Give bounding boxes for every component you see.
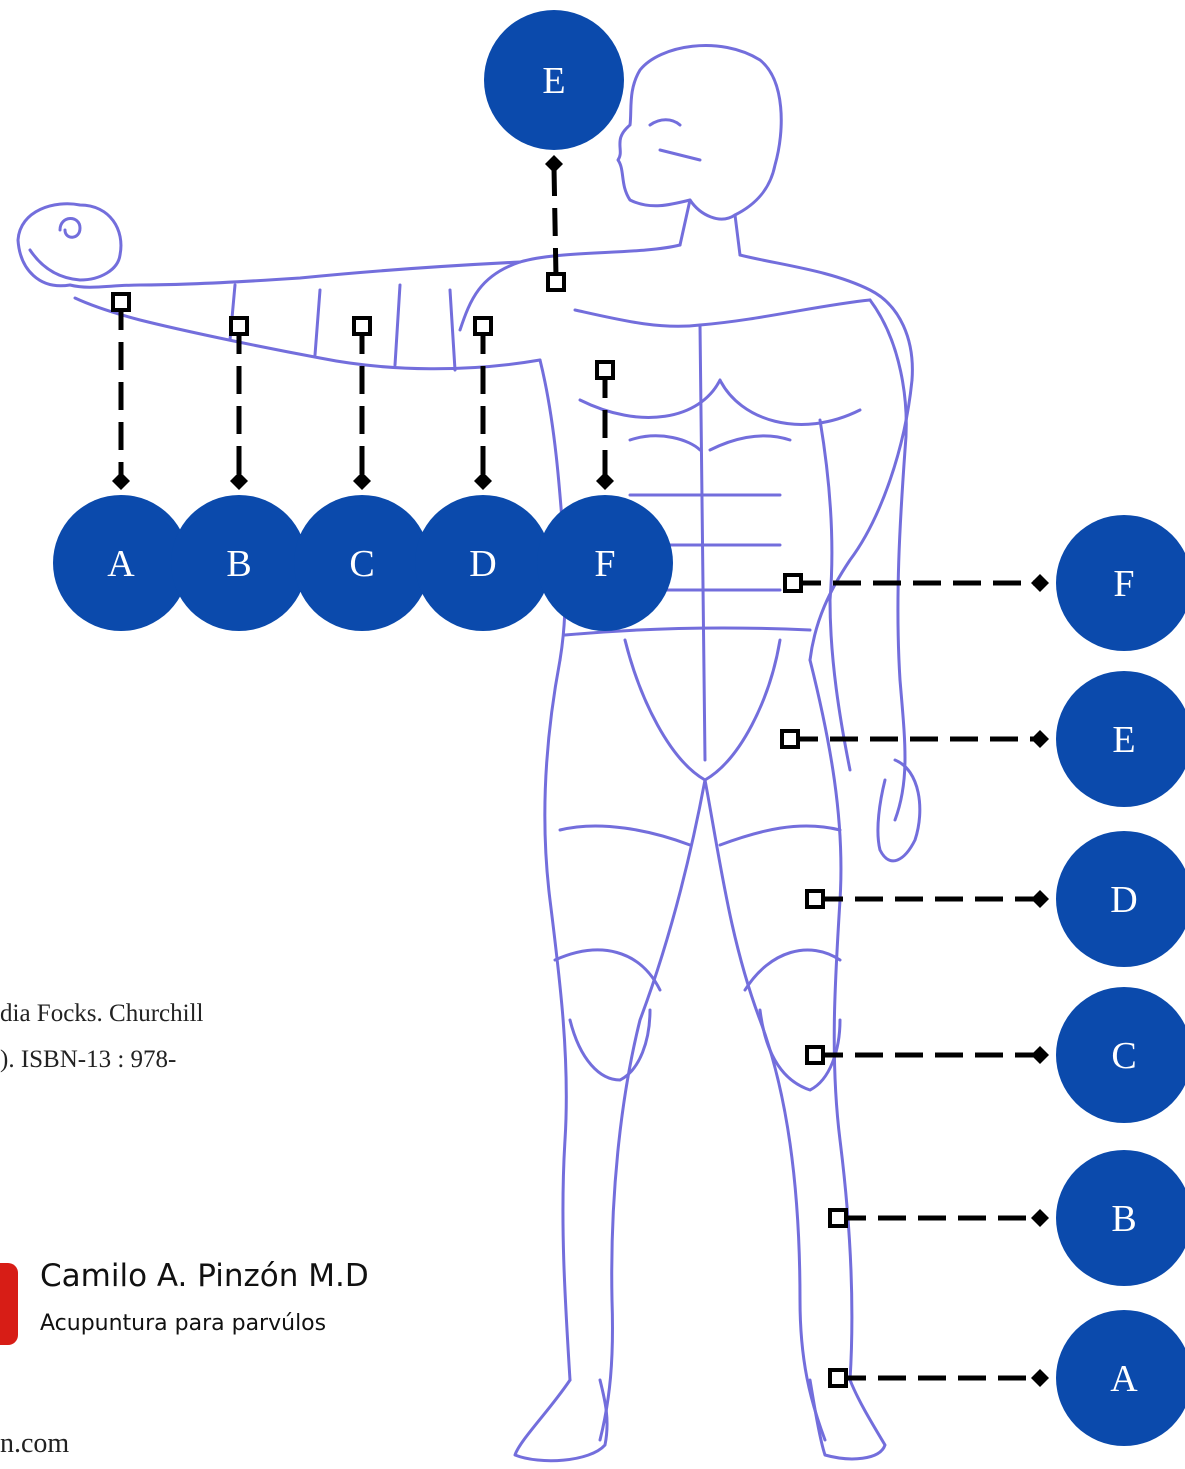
citation-line-2: ). ISBN-13 : 978- bbox=[0, 1046, 176, 1074]
leg-marker-a-5: A bbox=[1056, 1310, 1185, 1446]
arm-anchor-c-icon bbox=[353, 472, 371, 490]
leg-anchor-5-icon bbox=[1031, 1369, 1049, 1387]
leg-marker-f-0: F bbox=[1056, 515, 1185, 651]
leg-point-2-icon bbox=[807, 891, 823, 907]
leg-marker-e-1: E bbox=[1056, 671, 1185, 807]
arm-marker-a-label: A bbox=[107, 543, 135, 585]
arm-marker-c: C bbox=[294, 495, 430, 631]
leg-point-3-icon bbox=[807, 1047, 823, 1063]
arm-marker-d: D bbox=[415, 495, 551, 631]
arm-marker-d-label: D bbox=[469, 543, 496, 585]
leg-marker-c-3-label: C bbox=[1111, 1035, 1136, 1077]
leg-anchor-4-icon bbox=[1031, 1209, 1049, 1227]
leg-point-4-icon bbox=[830, 1210, 846, 1226]
leg-marker-f-0-label: F bbox=[1113, 563, 1134, 605]
author-name: Camilo A. Pinzón M.D bbox=[40, 1258, 369, 1294]
shoulder-marker-e-label: E bbox=[542, 60, 565, 102]
arm-marker-b-label: B bbox=[226, 543, 251, 585]
website-link[interactable]: n.com bbox=[0, 1428, 69, 1460]
leg-point-1-icon bbox=[782, 731, 798, 747]
citation-line-1: dia Focks. Churchill bbox=[0, 1000, 203, 1028]
arm-connector-c bbox=[353, 318, 371, 490]
leg-anchor-2-icon bbox=[1031, 890, 1049, 908]
leg-connector-4 bbox=[830, 1209, 1049, 1227]
arm-marker-c-label: C bbox=[349, 543, 374, 585]
shoulder-point-e-icon bbox=[548, 274, 564, 290]
arm-anchor-d-icon bbox=[474, 472, 492, 490]
arm-anchor-a-icon bbox=[112, 472, 130, 490]
arm-anchor-f-icon bbox=[596, 472, 614, 490]
leg-anchor-1-icon bbox=[1031, 730, 1049, 748]
arm-marker-f: F bbox=[537, 495, 673, 631]
leg-marker-d-2-label: D bbox=[1110, 879, 1137, 921]
red-logo-badge bbox=[0, 1263, 18, 1345]
acupoint-markers: A B C D F E F E D C B A bbox=[53, 10, 1185, 1446]
leg-connector-1 bbox=[782, 730, 1049, 748]
leg-point-5-icon bbox=[830, 1370, 846, 1386]
leg-marker-c-3: C bbox=[1056, 987, 1185, 1123]
arm-point-b-icon bbox=[231, 318, 247, 334]
leg-anchor-0-icon bbox=[1031, 574, 1049, 592]
arm-point-c-icon bbox=[354, 318, 370, 334]
author-tagline: Acupuntura para parvúlos bbox=[40, 1311, 326, 1336]
leg-marker-e-1-label: E bbox=[1112, 719, 1135, 761]
shoulder-connector-e bbox=[545, 155, 564, 290]
arm-connector-a bbox=[112, 294, 130, 490]
leg-point-0-icon bbox=[785, 575, 801, 591]
leg-marker-a-5-label: A bbox=[1110, 1358, 1138, 1400]
leg-connector-5 bbox=[830, 1369, 1049, 1387]
leg-connector-0 bbox=[785, 574, 1049, 592]
arm-connector-f bbox=[596, 362, 614, 490]
arm-point-f-icon bbox=[597, 362, 613, 378]
leg-marker-d-2: D bbox=[1056, 831, 1185, 967]
shoulder-marker-e: E bbox=[484, 10, 624, 150]
arm-point-d-icon bbox=[475, 318, 491, 334]
arm-marker-a: A bbox=[53, 495, 189, 631]
leg-marker-b-4: B bbox=[1056, 1150, 1185, 1286]
arm-anchor-b-icon bbox=[230, 472, 248, 490]
leg-connector-2 bbox=[807, 890, 1049, 908]
leg-marker-b-4-label: B bbox=[1111, 1198, 1136, 1240]
leg-connector-3 bbox=[807, 1046, 1049, 1064]
arm-marker-f-label: F bbox=[594, 543, 615, 585]
shoulder-connector-e-line bbox=[554, 168, 556, 277]
arm-connector-d bbox=[474, 318, 492, 490]
arm-marker-b: B bbox=[171, 495, 307, 631]
leg-anchor-3-icon bbox=[1031, 1046, 1049, 1064]
human-figure-illustration bbox=[18, 46, 920, 1461]
shoulder-anchor-e-icon bbox=[545, 155, 563, 173]
arm-point-a-icon bbox=[113, 294, 129, 310]
